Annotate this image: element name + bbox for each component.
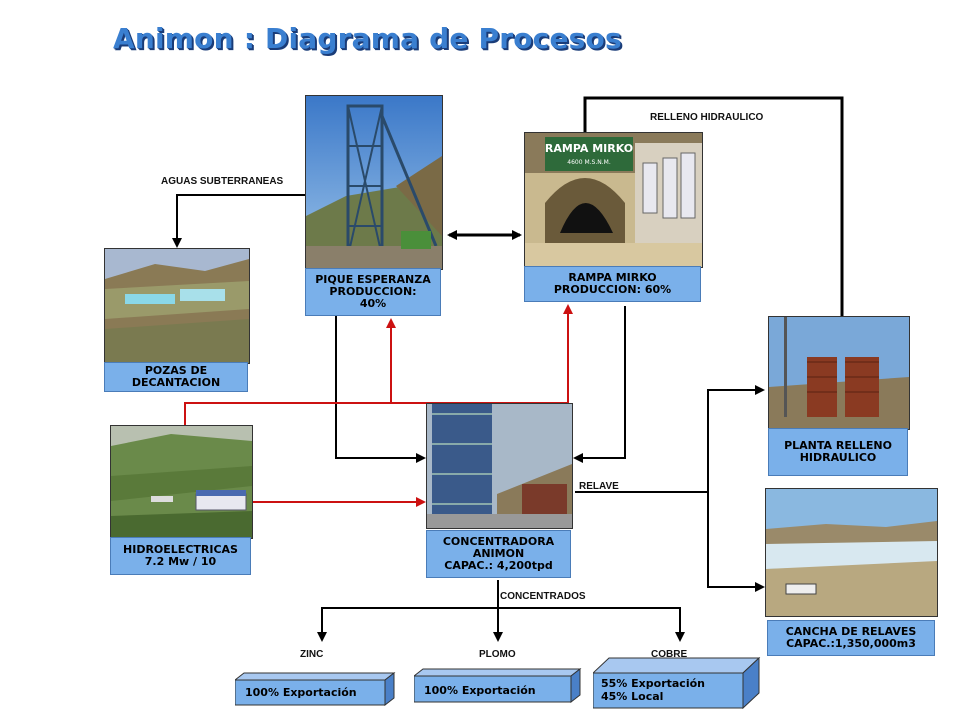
plomo-label: PLOMO [479,649,516,660]
cancha-photo [765,488,938,617]
headframe-image [306,96,442,269]
cobre-detail-1: 55% Exportación [601,677,705,690]
concentrator-image [427,404,572,528]
page-title: Animon : Diagrama de Procesos [113,22,622,55]
pozas-photo [104,248,250,364]
rampa-label: RAMPA MIRKO PRODUCCION: 60% [524,266,701,302]
cobre-label: COBRE [651,649,688,660]
plomo-detail: 100% Exportación [424,684,536,697]
pozas-label-line2: DECANTACION [131,376,221,389]
rampa-sign-subtitle: 4600 M.S.N.M. [567,159,611,166]
cancha-label-line1: CANCHA DE RELAVES [785,625,917,638]
tailings-dam-image [766,489,937,616]
planta-photo [768,316,910,430]
cancha-label: CANCHA DE RELAVES CAPAC.:1,350,000m3 [767,620,935,656]
rampa-concentradora-line [573,306,626,463]
hidro-photo [110,425,253,539]
pique-concentradora-line [335,306,426,463]
power-line-rampa [391,304,573,404]
concentrados-label: CONCENTRADOS [500,591,586,602]
rampa-label-line2: PRODUCCION: 60% [553,283,672,296]
ponds-image [105,249,249,363]
cobre-detail-2: 45% Local [601,690,664,703]
relleno-label: RELLENO HIDRAULICO [650,112,764,123]
plomo-box: 100% Exportación [414,668,584,704]
relave-label: RELAVE [579,481,619,492]
pique-photo [305,95,443,270]
concentradora-label-line2: ANIMON [472,547,525,560]
pique-label-line3: 40% [359,297,387,310]
relave-branch [707,389,765,592]
cobre-box: 55% Exportación 45% Local [593,657,763,709]
zinc-label: ZINC [300,649,324,660]
aguas-label: AGUAS SUBTERRANEAS [161,176,284,187]
rampa-sign-title: RAMPA MIRKO [545,142,633,155]
planta-label: PLANTA RELLENO HIDRAULICO [768,428,908,476]
hydro-plant-image [111,426,252,538]
pozas-label: POZAS DE DECANTACION [104,362,248,392]
hidro-label: HIDROELECTRICAS 7.2 Mw / 10 [110,537,251,575]
tunnel-image: RAMPA MIRKO 4600 M.S.N.M. [525,133,702,267]
zinc-detail: 100% Exportación [245,686,357,699]
rampa-label-line1: RAMPA MIRKO [568,271,657,284]
pique-label-line2: PRODUCCION: [329,285,417,298]
pique-label-line1: PIQUE ESPERANZA [315,273,431,286]
hidro-label-line1: HIDROELECTRICAS [123,543,238,556]
rampa-photo: RAMPA MIRKO 4600 M.S.N.M. [524,132,703,268]
planta-label-line1: PLANTA RELLENO [784,439,892,452]
pozas-label-line1: POZAS DE [144,364,208,377]
power-line-pique [184,318,396,425]
zinc-box: 100% Exportación [235,671,400,706]
backfill-plant-image [769,317,909,429]
relleno-line [583,96,844,318]
concentradora-photo [426,403,573,529]
hidro-label-line2: 7.2 Mw / 10 [144,555,217,568]
cancha-label-line2: CAPAC.:1,350,000m3 [786,637,916,650]
concentradora-label-line3: CAPAC.: 4,200tpd [444,559,553,572]
pique-label: PIQUE ESPERANZA PRODUCCION: 40% [305,268,441,316]
aguas-line [172,194,306,248]
concentradora-label-line1: CONCENTRADORA [442,535,555,548]
concentradora-label: CONCENTRADORA ANIMON CAPAC.: 4,200tpd [426,530,571,578]
planta-label-line2: HIDRAULICO [799,451,877,464]
